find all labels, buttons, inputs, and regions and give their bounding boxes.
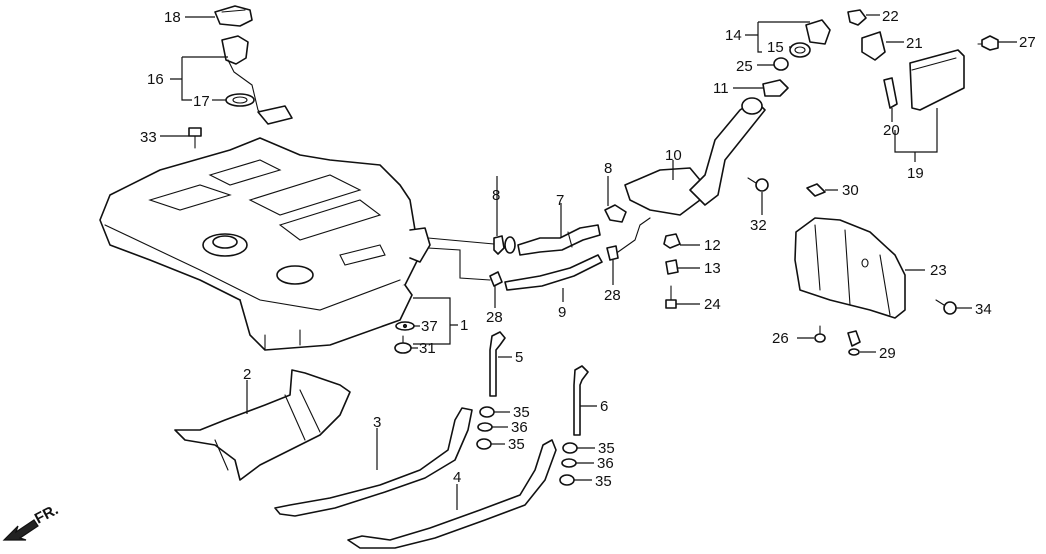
callout-12[interactable]: 12: [704, 237, 721, 254]
nut-35-c[interactable]: [562, 442, 578, 454]
callout-27[interactable]: 27: [1019, 34, 1036, 51]
callout-35-b[interactable]: 35: [508, 436, 525, 453]
nut-31[interactable]: [394, 335, 412, 354]
callout-13[interactable]: 13: [704, 260, 721, 277]
strap-bolt-5[interactable]: [489, 331, 506, 397]
breather-hose[interactable]: [504, 254, 603, 291]
callout-25[interactable]: 25: [736, 58, 753, 75]
washer-36-a[interactable]: [477, 422, 493, 432]
collar-13[interactable]: [665, 259, 679, 275]
tank-strap-4[interactable]: [347, 439, 557, 549]
pipe-line-lower: [427, 247, 491, 281]
callout-9[interactable]: 9: [558, 304, 566, 321]
fuel-tank[interactable]: [99, 137, 431, 351]
hose-clamp-right[interactable]: [604, 204, 627, 223]
callout-6[interactable]: 6: [600, 398, 608, 415]
filler-neck-bracket[interactable]: [762, 79, 789, 97]
callout-3[interactable]: 3: [373, 414, 381, 431]
callout-23[interactable]: 23: [930, 262, 947, 279]
callout-5[interactable]: 5: [515, 349, 523, 366]
filler-pipe[interactable]: [624, 97, 766, 216]
callout-28-left[interactable]: 28: [486, 309, 503, 326]
clip-left[interactable]: [489, 271, 503, 287]
callout-34[interactable]: 34: [975, 301, 992, 318]
grommet[interactable]: [773, 57, 789, 71]
callout-33[interactable]: 33: [140, 129, 157, 146]
valve-32[interactable]: [747, 177, 769, 192]
callout-24[interactable]: 24: [704, 296, 721, 313]
callout-37[interactable]: 37: [421, 318, 438, 335]
front-direction-indicator: FR.: [2, 501, 61, 541]
callout-31[interactable]: 31: [419, 340, 436, 357]
callout-36-a[interactable]: 36: [511, 419, 528, 436]
callout-22[interactable]: 22: [882, 8, 899, 25]
callout-28-right[interactable]: 28: [604, 287, 621, 304]
fuel-filler-cap-top[interactable]: [214, 5, 253, 27]
pipe-line-upper: [427, 237, 495, 245]
fuel-gauge-unit[interactable]: [221, 35, 293, 125]
lid-spring[interactable]: [883, 77, 898, 109]
pipe-line-right: [617, 217, 651, 253]
callout-35-d[interactable]: 35: [595, 473, 612, 490]
washer-37[interactable]: [395, 321, 415, 331]
clip-29[interactable]: [847, 330, 861, 356]
cap-gasket[interactable]: [789, 42, 811, 58]
callout-35-c[interactable]: 35: [598, 440, 615, 457]
grommet-12[interactable]: [663, 233, 681, 249]
callout-15[interactable]: 15: [767, 39, 784, 56]
callout-32[interactable]: 32: [750, 217, 767, 234]
callout-1[interactable]: 1: [460, 317, 468, 334]
callout-30[interactable]: 30: [842, 182, 859, 199]
callout-8-right[interactable]: 8: [604, 160, 612, 177]
callout-8-left[interactable]: 8: [492, 187, 500, 204]
washer-36-b[interactable]: [561, 458, 577, 468]
clip-right[interactable]: [606, 245, 619, 261]
fuel-filler-cap[interactable]: [805, 19, 831, 45]
filler-hose[interactable]: [517, 224, 601, 256]
nut-35-d[interactable]: [559, 474, 575, 486]
heat-shield[interactable]: [174, 369, 351, 481]
callout-10[interactable]: 10: [665, 147, 682, 164]
gauge-gasket[interactable]: [225, 93, 255, 107]
callout-36-b[interactable]: 36: [597, 455, 614, 472]
nut-30[interactable]: [806, 183, 826, 197]
screw-26[interactable]: [814, 325, 826, 343]
callout-4[interactable]: 4: [453, 469, 461, 486]
leader-lines: [160, 14, 1017, 510]
tank-strap-3[interactable]: [274, 407, 473, 517]
front-arrow-icon: [2, 519, 39, 541]
callout-16[interactable]: 16: [147, 71, 164, 88]
callout-14[interactable]: 14: [725, 27, 742, 44]
callout-35-a[interactable]: 35: [513, 404, 530, 421]
callout-11[interactable]: 11: [713, 80, 729, 97]
lid-clip[interactable]: [847, 9, 867, 26]
splash-guard[interactable]: [794, 217, 906, 319]
nut-35-a[interactable]: [479, 406, 495, 418]
lid-hinge[interactable]: [861, 31, 886, 61]
fuel-lid-assembly[interactable]: [909, 49, 965, 111]
bolt-34[interactable]: [935, 299, 957, 315]
callout-21[interactable]: 21: [906, 35, 923, 52]
bolt-24[interactable]: [665, 285, 677, 309]
nut-35-b[interactable]: [476, 438, 492, 450]
hose-clamp-left[interactable]: [493, 235, 516, 255]
callout-20[interactable]: 20: [883, 122, 900, 139]
callout-7[interactable]: 7: [556, 192, 564, 209]
callout-labels: 18 16 17 33 14 15 25 11 22 21 27 20 19 1…: [140, 8, 1036, 490]
callout-18[interactable]: 18: [164, 9, 181, 26]
callout-29[interactable]: 29: [879, 345, 896, 362]
callout-26[interactable]: 26: [772, 330, 789, 347]
callout-19[interactable]: 19: [907, 165, 924, 182]
strap-bolt-6[interactable]: [573, 365, 589, 436]
drain-bolt[interactable]: [188, 127, 202, 149]
callout-2[interactable]: 2: [243, 366, 251, 383]
lid-bumper[interactable]: [977, 35, 999, 51]
callout-17[interactable]: 17: [193, 93, 210, 110]
